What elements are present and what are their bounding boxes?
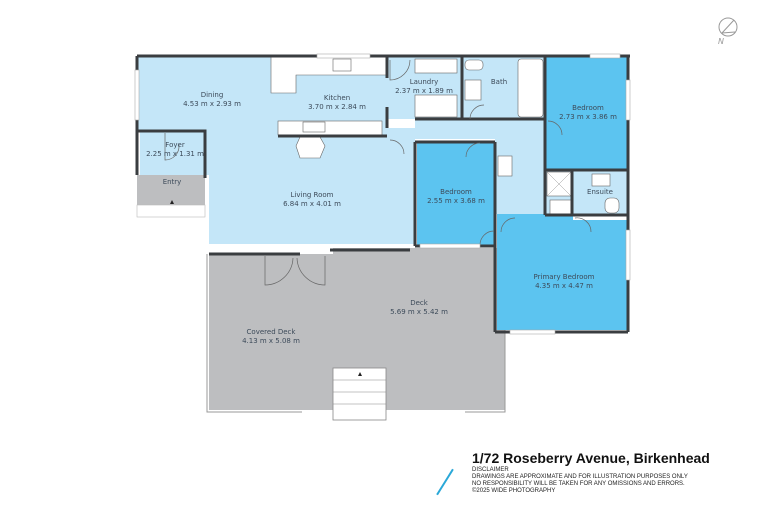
bedroom-areas [417, 57, 627, 330]
primary-bedroom-area [497, 214, 627, 330]
room-label-laundry: Laundry 2.37 m x 1.89 m [395, 78, 453, 95]
walls [135, 54, 630, 334]
entry-area [137, 175, 205, 205]
disclaimer-heading: DISCLAIMER [472, 467, 509, 473]
room-label-foyer: Foyer 2.25 m x 1.31 m [146, 141, 204, 158]
room-label-covered-deck: Covered Deck 4.13 m x 5.08 m [242, 328, 300, 345]
bedroom2-area [545, 57, 627, 170]
windows [134, 53, 631, 335]
disclaimer-line-2: NO RESPONSIBILITY WILL BE TAKEN FOR ANY … [472, 481, 685, 487]
deck-stairs [332, 367, 387, 421]
room-label-bath: Bath [490, 78, 508, 86]
foyer-area [140, 131, 205, 175]
kitchen-fixtures [270, 56, 388, 159]
disclaimer-line-3: ©2025 WIDE PHOTOGRAPHY [472, 488, 556, 494]
room-label-primary-bedroom: Primary Bedroom 4.35 m x 4.47 m [533, 273, 595, 290]
room-label-entry: Entry [162, 178, 182, 186]
outdoor-areas [136, 175, 506, 421]
room-label-kitchen: Kitchen 3.70 m x 2.84 m [308, 94, 366, 111]
property-address: 1/72 Roseberry Avenue, Birkenhead [472, 450, 710, 466]
room-label-deck: Deck 5.69 m x 5.42 m [390, 299, 448, 316]
room-label-living-room: Living Room 6.84 m x 4.01 m [283, 191, 341, 208]
doors [164, 59, 592, 286]
room-label-bedroom-1: Bedroom 2.55 m x 3.68 m [427, 188, 485, 205]
living-dining-kitchen [137, 57, 415, 244]
bath-fixtures [414, 58, 620, 216]
covered-deck-area [209, 254, 333, 410]
room-label-ensuite: Ensuite [587, 188, 613, 196]
north-arrow-icon: N [716, 15, 740, 53]
compass-label: N [718, 37, 724, 46]
hallway [415, 119, 545, 139]
disclaimer-line-1: DRAWINGS ARE APPROXIMATE AND FOR ILLUSTR… [472, 474, 688, 480]
room-label-dining: Dining 4.53 m x 2.93 m [183, 91, 241, 108]
disclaimer: DISCLAIMER DRAWINGS ARE APPROXIMATE AND … [472, 467, 688, 495]
bedroom1-area [417, 142, 495, 246]
hall-vertical [495, 139, 545, 214]
room-label-bedroom-2: Bedroom 2.73 m x 3.86 m [559, 104, 617, 121]
